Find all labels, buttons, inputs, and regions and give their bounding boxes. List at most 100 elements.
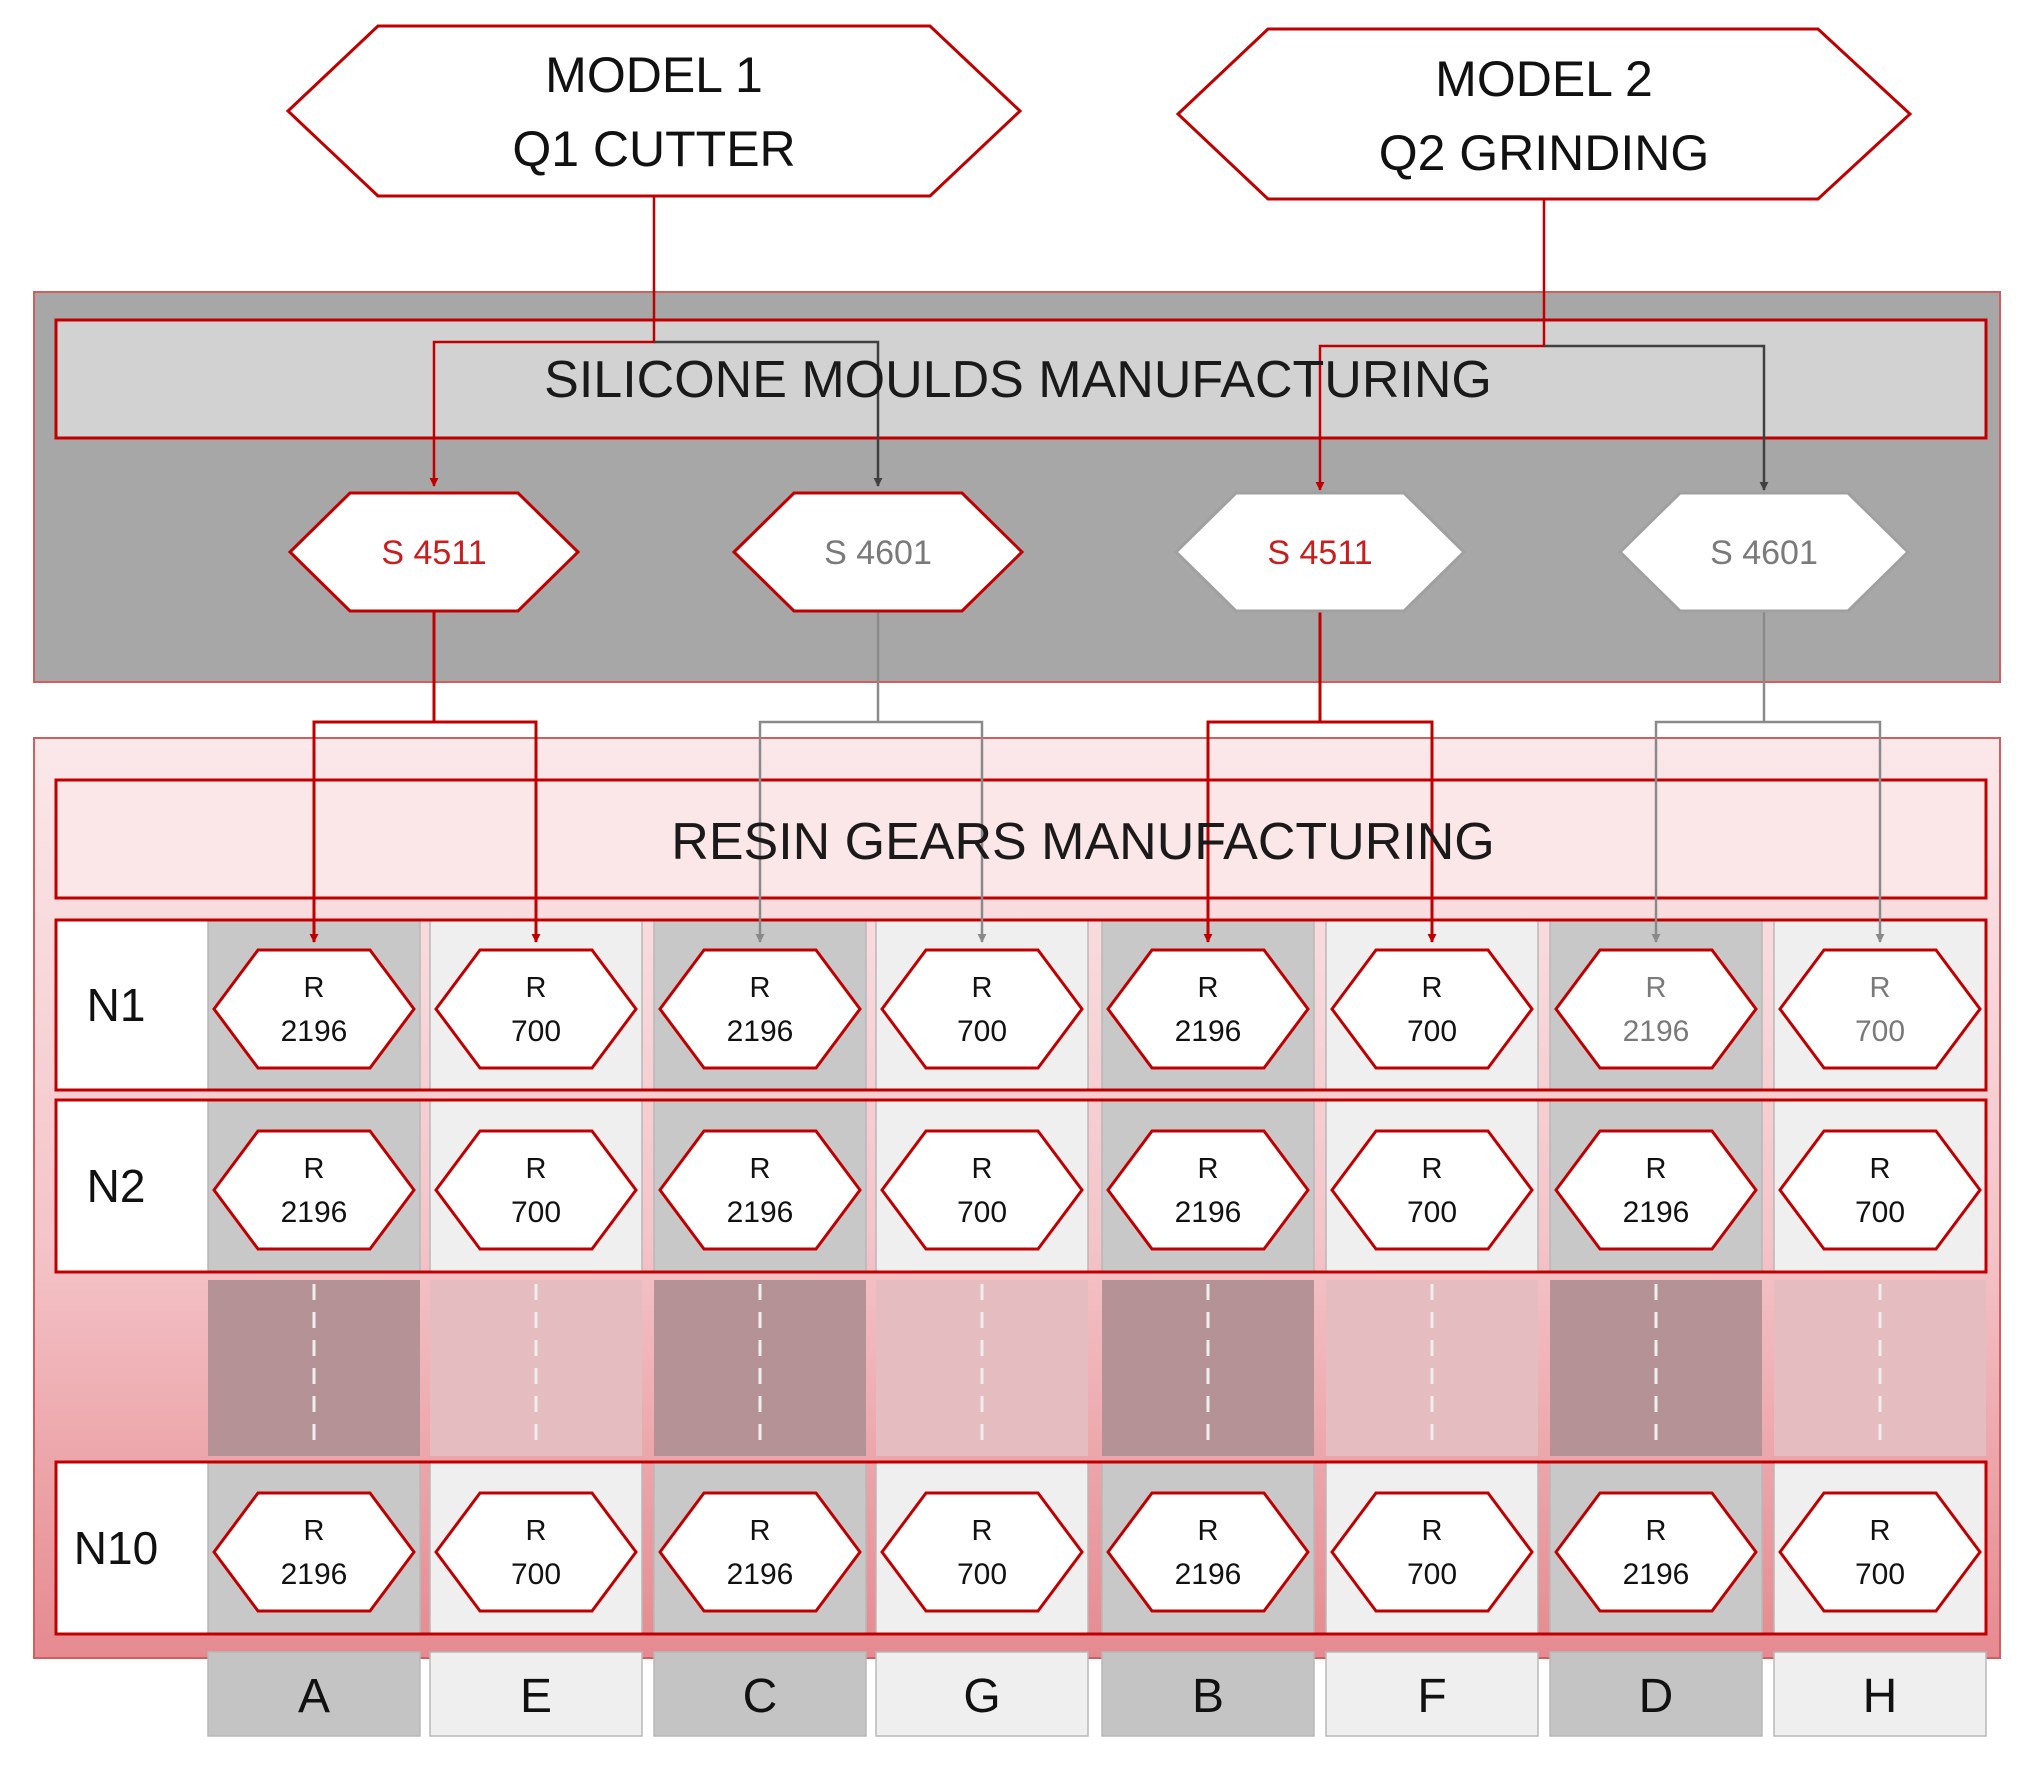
resin-code: 2196 — [1175, 1558, 1242, 1591]
connector-path — [429, 196, 656, 487]
column-letter: E — [520, 1670, 552, 1723]
resin-prefix: R — [972, 1153, 993, 1185]
column-letter: F — [1417, 1670, 1446, 1723]
row-label: N10 — [74, 1522, 158, 1574]
resin-hexagon — [1778, 948, 1982, 1070]
grid-row-frame — [54, 1098, 1988, 1274]
resin-prefix: R — [304, 972, 325, 1004]
silicone-mould-node: S 4511 — [287, 491, 581, 613]
resin-hexagon — [1330, 1129, 1534, 1251]
row-label: N1 — [87, 979, 146, 1031]
silicone-title-bar — [54, 318, 1988, 440]
resin-prefix: R — [526, 1153, 547, 1185]
resin-prefix: R — [1422, 972, 1443, 1004]
resin-code: 2196 — [281, 1015, 348, 1048]
resin-code: 700 — [1407, 1196, 1457, 1229]
silicone-mould-node: S 4511 — [1173, 491, 1467, 613]
resin-hexagon — [434, 1129, 638, 1251]
resin-title-bar — [54, 778, 1988, 900]
connector-path — [1764, 720, 1885, 943]
column-letter-cell — [1773, 1651, 1987, 1737]
row-label: N2 — [87, 1160, 146, 1212]
resin-code: 2196 — [281, 1558, 348, 1591]
resin-code: 700 — [1407, 1558, 1457, 1591]
resin-hexagon — [212, 948, 416, 1070]
mould-label: S 4511 — [1267, 534, 1372, 572]
resin-prefix: R — [526, 972, 547, 1004]
grid-row-frame — [54, 918, 1988, 1092]
resin-prefix: R — [1198, 972, 1219, 1004]
grid-row-frame — [54, 1460, 1988, 1636]
resin-section-title: RESIN GEARS MANUFACTURING — [671, 813, 1494, 871]
connector-path — [434, 720, 541, 943]
resin-hexagon — [880, 948, 1084, 1070]
model-1-subtitle: Q1 CUTTER — [512, 121, 795, 177]
resin-gear-node: R 700 — [1330, 1491, 1534, 1613]
silicone-section-title: SILICONE MOULDS MANUFACTURING — [544, 351, 1492, 409]
column-letter-cell — [429, 1651, 643, 1737]
resin-prefix: R — [1870, 1515, 1891, 1547]
resin-hexagon — [1106, 1129, 1310, 1251]
resin-code: 700 — [511, 1196, 561, 1229]
resin-prefix: R — [1870, 972, 1891, 1004]
resin-hexagon — [1106, 948, 1310, 1070]
resin-code: 700 — [957, 1015, 1007, 1048]
connector-path — [1544, 344, 1769, 491]
column-letter: B — [1192, 1670, 1224, 1723]
resin-prefix: R — [304, 1153, 325, 1185]
resin-prefix: R — [750, 1153, 771, 1185]
resin-hexagon — [212, 1491, 416, 1613]
model-2-subtitle: Q2 GRINDING — [1379, 125, 1710, 181]
model-2-node: MODEL 2 Q2 GRINDING — [1175, 27, 1913, 201]
model-2-title: MODEL 2 — [1435, 51, 1653, 107]
resin-prefix: R — [750, 972, 771, 1004]
resin-prefix: R — [1646, 972, 1667, 1004]
silicone-mould-node: S 4601 — [731, 491, 1025, 613]
resin-prefix: R — [1422, 1515, 1443, 1547]
column-letter-cell — [1101, 1651, 1315, 1737]
resin-hexagon — [1554, 1129, 1758, 1251]
resin-hexagon — [212, 1129, 416, 1251]
resin-hexagon — [1106, 1491, 1310, 1613]
resin-code: 700 — [511, 1015, 561, 1048]
column-letter-cell — [653, 1651, 867, 1737]
mould-hexagon — [1173, 491, 1467, 613]
connector-path — [1651, 720, 1764, 943]
resin-prefix: R — [750, 1515, 771, 1547]
silicone-mould-node: S 4601 — [1617, 491, 1911, 613]
column-letter: D — [1639, 1670, 1674, 1723]
resin-prefix: R — [972, 1515, 993, 1547]
resin-gear-node: R 2196 — [212, 1129, 416, 1251]
resin-code: 700 — [1855, 1196, 1905, 1229]
resin-hexagon — [658, 948, 862, 1070]
resin-code: 2196 — [727, 1196, 794, 1229]
resin-code: 2196 — [1623, 1196, 1690, 1229]
resin-prefix: R — [526, 1515, 547, 1547]
mould-label: S 4511 — [381, 534, 486, 572]
resin-code: 2196 — [281, 1196, 348, 1229]
connector-path — [755, 720, 878, 943]
model-1-node: MODEL 1 Q1 CUTTER — [285, 24, 1023, 198]
connector-lines — [309, 196, 1885, 943]
resin-hexagon — [880, 1491, 1084, 1613]
connector-path — [1320, 720, 1437, 943]
resin-gear-node: R 2196 — [658, 1129, 862, 1251]
model-1-title: MODEL 1 — [545, 47, 763, 103]
connector-path — [1203, 720, 1320, 943]
